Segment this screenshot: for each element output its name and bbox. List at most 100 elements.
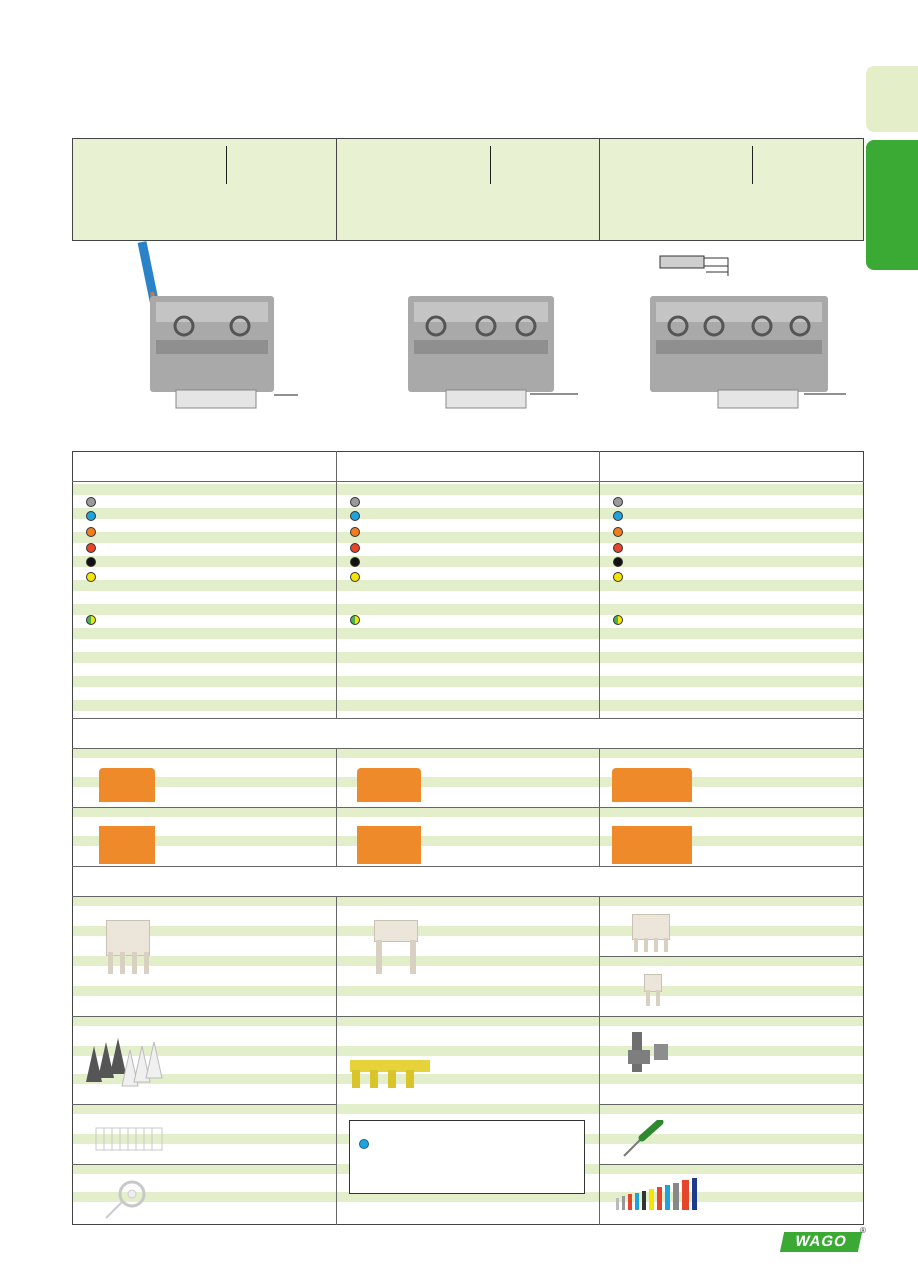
table-row-stripe [600,807,863,817]
header-box-1 [72,138,337,241]
table-row-stripe [600,956,863,966]
table-row-stripe [73,580,336,591]
header-divider-3 [752,146,753,184]
table-row-stripe [73,532,336,543]
table-row-stripe [600,508,863,519]
terminal-block-4-conductor-image [650,255,846,409]
table-row-stripe [600,556,863,567]
black-dot-icon [350,557,360,567]
terminal-block-2-conductor-image [137,241,298,409]
table-row-stripe [73,748,336,758]
table-row-stripe [73,1192,336,1202]
green-yellow-dot-icon [350,615,360,625]
operating-tool-image [623,1120,664,1157]
table-row-stripe [600,1046,863,1056]
table-row-stripe [73,604,336,615]
table-row-stripe [337,580,599,591]
green-yellow-dot-icon [613,615,623,625]
table-row-stripe [73,926,336,936]
header-box-2 [336,138,600,241]
table-row-stripe [73,700,336,711]
row-divider [72,1164,336,1165]
grey-dot-icon [613,497,623,507]
table-row-stripe [73,676,336,687]
table-row-stripe [337,484,599,495]
ordering-table [72,451,864,1225]
row-divider [599,1164,864,1165]
table-row-stripe [600,1134,863,1144]
section-divider [72,748,864,749]
table-row-stripe [337,836,599,846]
black-dot-icon [86,557,96,567]
table-row-stripe [73,777,336,787]
row-divider [72,807,864,808]
table-row-stripe [337,676,599,687]
table-row-stripe [73,896,336,906]
jumper-2-pins [376,940,416,974]
table-row-stripe [600,986,863,996]
yellow-dot-icon [350,572,360,582]
green-yellow-dot-icon [86,615,96,625]
table-row-stripe [337,604,599,615]
ferrules-image [616,1178,697,1210]
section-divider [72,866,864,867]
table-row-stripe [337,1074,599,1084]
table-row-stripe [600,1164,863,1174]
table-row-stripe [600,1192,863,1202]
blue-dot-icon [350,511,360,521]
table-row-stripe [73,1074,336,1084]
test-plugs-image [86,1038,163,1087]
row-divider [72,1016,864,1017]
table-row-stripe [600,604,863,615]
table-row-stripe [600,484,863,495]
red-dot-icon [350,543,360,553]
comb-jumper-small-pins [634,938,668,952]
table-row-stripe [600,532,863,543]
table-row-stripe [337,986,599,996]
table-row-stripe [73,1164,336,1174]
table-row-stripe [73,484,336,495]
table-row-stripe [600,896,863,906]
comb-jumper-4-image [106,920,150,956]
table-row-stripe [337,1046,599,1056]
table-row-stripe [337,1192,599,1202]
section-divider [72,718,864,719]
table-row-stripe [337,628,599,639]
terminal-block-3-conductor-image [408,296,578,409]
yellow-dot-icon [86,572,96,582]
table-row-stripe [600,652,863,663]
table-row-stripe [600,700,863,711]
comb-jumper-small-image [632,914,670,940]
table-row-stripe [600,777,863,787]
table-row-stripe [600,926,863,936]
end-plate-image [357,768,421,802]
table-row-stripe [337,748,599,758]
section-divider [72,896,864,897]
end-stop-image [628,1032,668,1072]
info-dot-icon [359,1139,369,1149]
row-divider [599,956,864,957]
grey-dot-icon [86,497,96,507]
table-row-stripe [73,508,336,519]
end-plate-image [99,768,155,802]
table-row-stripe [337,508,599,519]
header-divider-1 [226,146,227,184]
black-dot-icon [613,557,623,567]
table-row-stripe [337,777,599,787]
end-plate-image [357,826,421,864]
red-dot-icon [613,543,623,553]
table-row-stripe [600,628,863,639]
table-row-stripe [337,1016,599,1026]
yellow-dot-icon [613,572,623,582]
table-row-stripe [73,1046,336,1056]
table-row-stripe [337,700,599,711]
table-row-stripe [600,1016,863,1026]
orange-dot-icon [613,527,623,537]
table-row-stripe [73,628,336,639]
table-row-stripe [337,956,599,966]
table-row-stripe [600,580,863,591]
comb-jumper-4-pins [108,952,149,974]
red-dot-icon [86,543,96,553]
table-row-stripe [73,807,336,817]
table-row-stripe [600,1074,863,1084]
